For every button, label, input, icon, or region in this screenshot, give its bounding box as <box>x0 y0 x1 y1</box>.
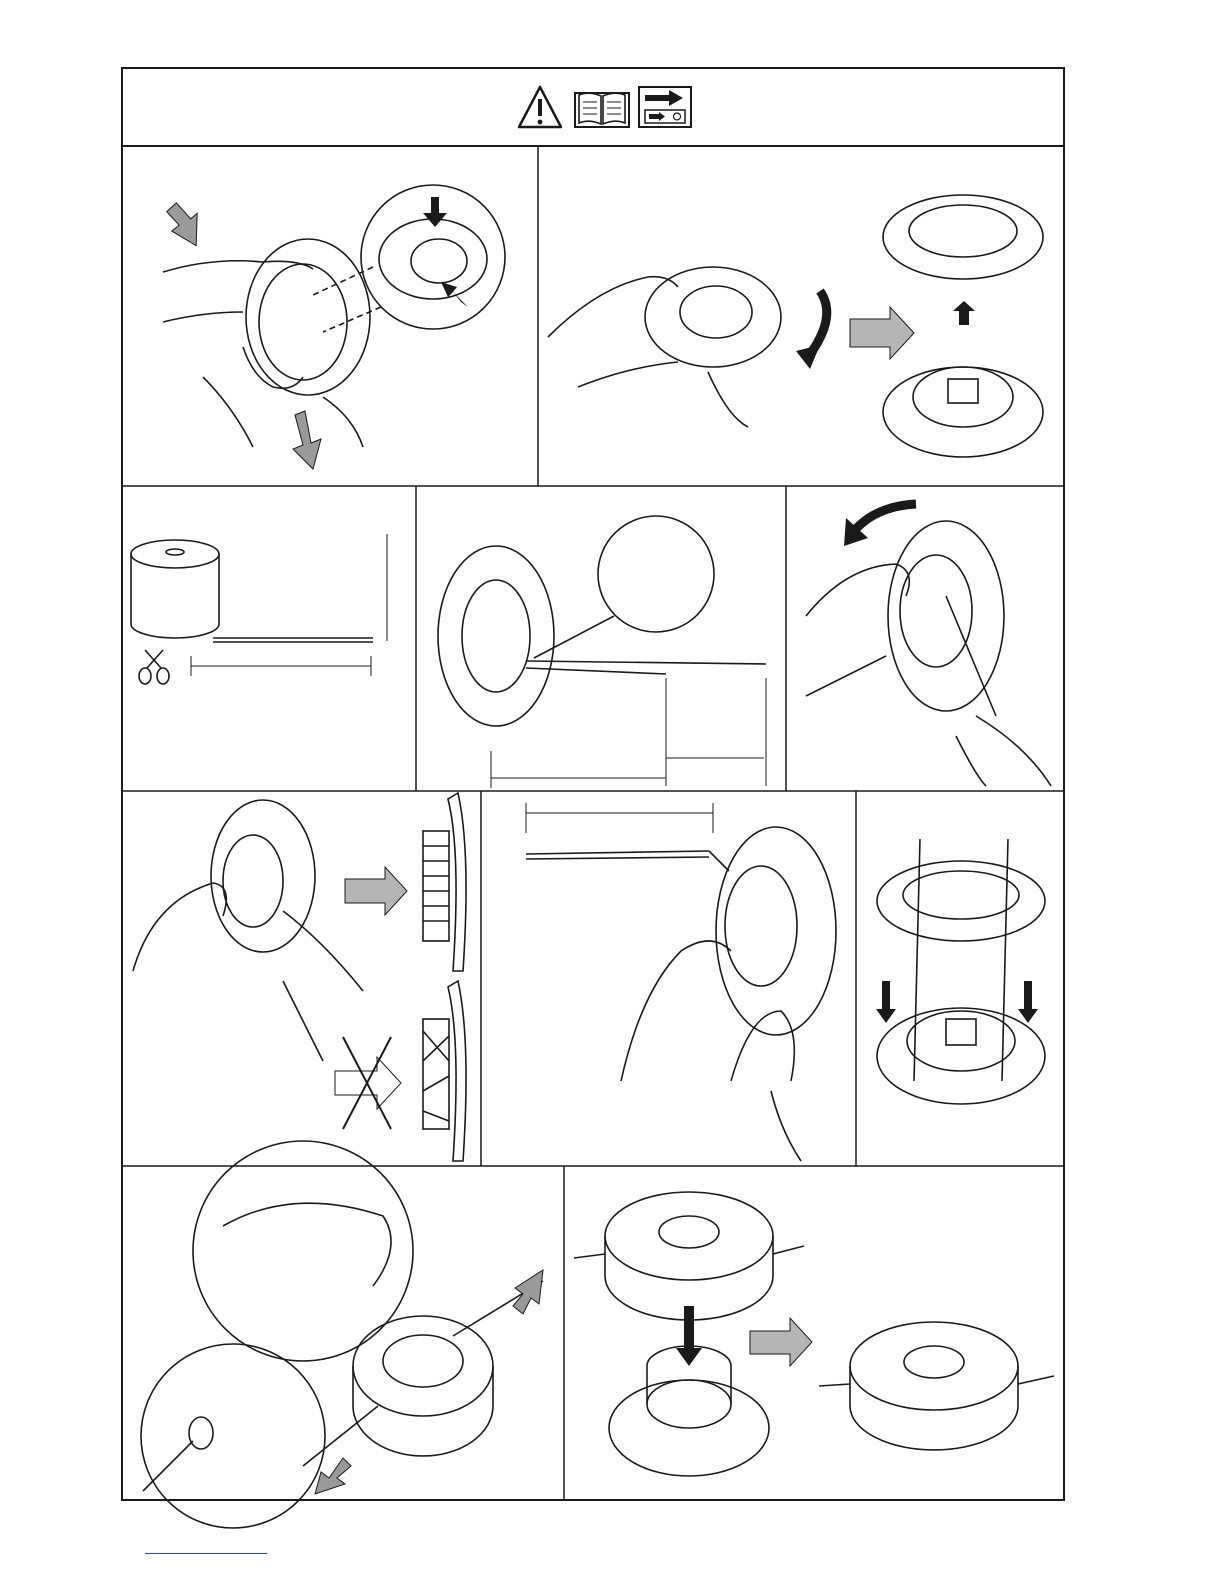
trimmer-head-outline <box>353 1316 493 1416</box>
hand-icon <box>548 277 678 337</box>
step-remove-cap-illustration <box>123 147 538 486</box>
step-check-winding <box>123 791 481 1166</box>
spool-outline <box>438 546 554 726</box>
step-assemble-halves-illustration <box>856 791 1063 1166</box>
length-dimension-icon <box>526 803 713 833</box>
lower-spool-base <box>883 367 1043 457</box>
step-insert-line-illustration <box>416 486 786 791</box>
step-wind-line-illustration <box>786 486 1063 791</box>
step-attach-head <box>564 1166 1063 1499</box>
length-dimension-icon <box>491 678 766 788</box>
pull-line-arrow-icon <box>315 1270 543 1494</box>
incorrect-winding-icon <box>423 981 466 1161</box>
upper-housing <box>883 195 1043 279</box>
step-remove-cap <box>123 147 538 486</box>
rotate-arrow-icon <box>796 291 827 369</box>
step-thread-eyelets <box>123 1166 564 1499</box>
next-step-arrow-icon <box>750 1318 812 1366</box>
upper-housing <box>877 861 1045 941</box>
detail-magnifier-icon <box>598 516 714 632</box>
spool-outline <box>716 827 836 1035</box>
step-cut-line <box>123 486 416 791</box>
hand-icon <box>621 941 731 1081</box>
assembled-head <box>850 1322 1018 1410</box>
press-down-arrow-icon <box>876 981 1038 1023</box>
lift-arrow-icon <box>953 301 975 325</box>
rotate-arrow-icon <box>844 504 916 546</box>
step-wind-line <box>786 486 1063 791</box>
cap-cover <box>605 1192 773 1280</box>
spool-outline <box>211 800 315 952</box>
push-tabs-arrow-icon <box>423 197 468 307</box>
spool-outline <box>888 521 1004 711</box>
trimmer-head-outline <box>645 267 781 367</box>
step-measure-end-illustration <box>481 791 856 1166</box>
lower-spool-base <box>877 1008 1045 1104</box>
detail-magnifier-icon <box>193 1141 413 1361</box>
step-check-winding-illustration <box>123 791 481 1166</box>
step-attach-head-illustration <box>564 1166 1063 1499</box>
step-separate-halves-illustration <box>538 147 1063 486</box>
step-thread-eyelets-illustration <box>123 1166 564 1499</box>
step-measure-end <box>481 791 856 1166</box>
step-separate-halves <box>538 147 1063 486</box>
line-spool-icon <box>131 540 373 642</box>
next-step-arrow-icon <box>850 307 914 359</box>
detail-magnifier-icon <box>141 1344 325 1528</box>
footer-link-underline <box>145 1553 267 1554</box>
press-down-arrow-icon <box>676 1306 702 1366</box>
scissors-icon <box>139 650 169 684</box>
instruction-sheet <box>121 67 1065 1501</box>
step-assemble-halves <box>856 791 1063 1166</box>
next-step-arrow-icon <box>345 867 407 915</box>
step-insert-line <box>416 486 786 791</box>
length-dimension-icon <box>191 534 387 676</box>
correct-winding-icon <box>423 793 466 971</box>
step-cut-line-illustration <box>123 486 416 791</box>
